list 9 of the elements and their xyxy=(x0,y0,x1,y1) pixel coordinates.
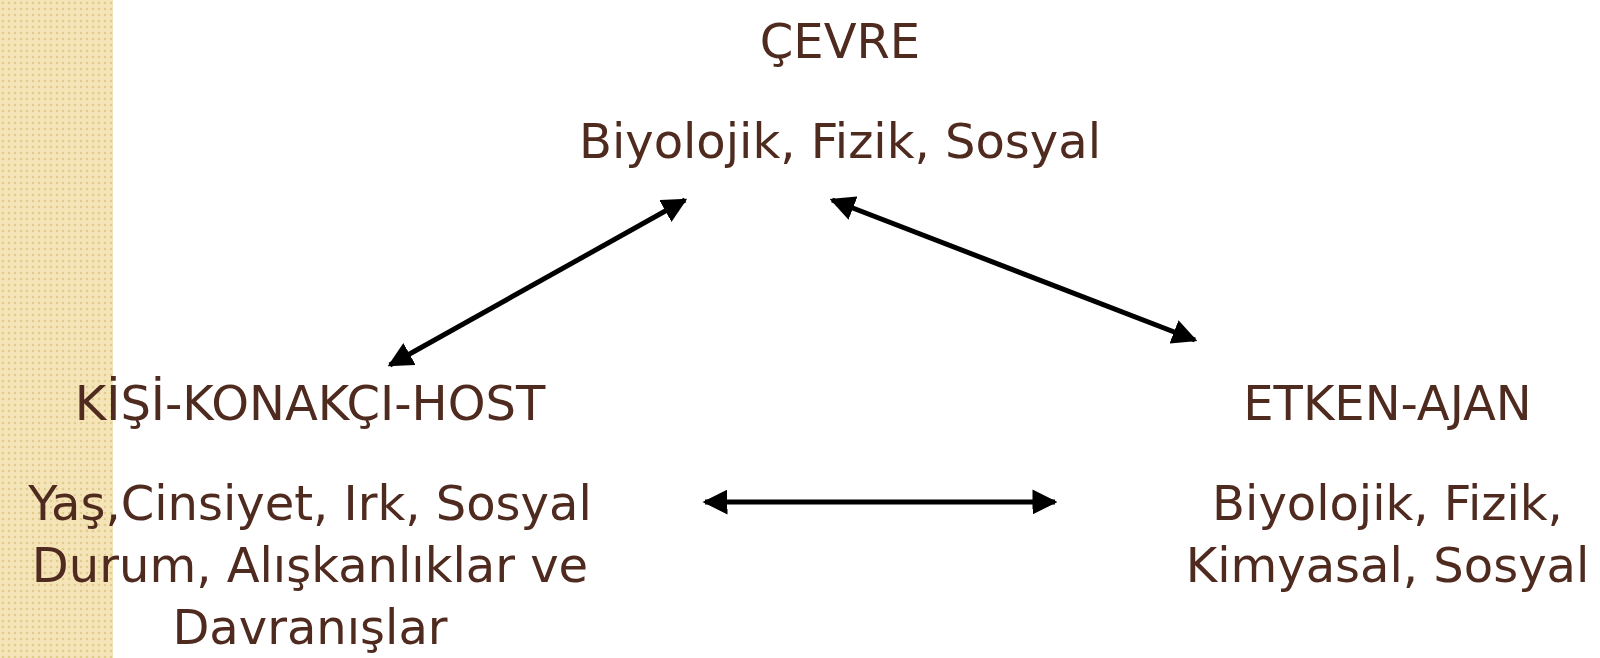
node-description: Yaş,Cinsiyet, Irk, Sosyal Durum, Alışkanlıklar ve Davranışlar xyxy=(27,474,593,657)
node-description: Biyolojik, Fizik, Kimyasal, Sosyal xyxy=(1184,474,1591,595)
node-title: ETKEN-AJAN xyxy=(1242,374,1533,433)
node-title: ÇEVRE xyxy=(758,12,922,71)
node-title: KİŞİ-KONAKÇI-HOST xyxy=(73,374,547,433)
double-arrow xyxy=(829,196,1198,344)
double-arrow xyxy=(702,489,1058,515)
double-arrow xyxy=(387,197,688,368)
node-description: Biyolojik, Fizik, Sosyal xyxy=(578,112,1102,171)
